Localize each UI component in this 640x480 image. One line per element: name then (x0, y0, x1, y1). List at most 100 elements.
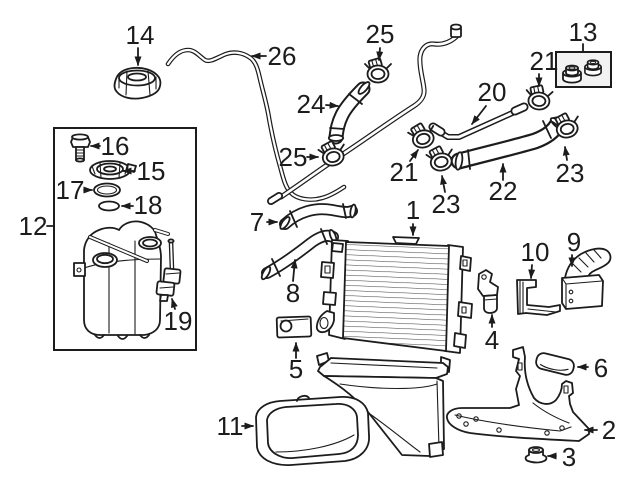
callout-label[interactable]: 23 (432, 189, 461, 219)
callout-label[interactable]: 22 (489, 176, 518, 206)
callout-label[interactable]: 9 (567, 227, 581, 257)
callout-24[interactable]: 24 (297, 89, 339, 119)
callout-8[interactable]: 8 (286, 259, 300, 308)
callout-arrow (171, 298, 178, 310)
pad-6-drawing (535, 352, 575, 376)
callouts-layer: 14 26 25 24 25 13 21 20 (19, 17, 617, 472)
callout-7[interactable]: 7 (250, 207, 278, 237)
callout-10[interactable]: 10 (521, 237, 550, 279)
pipe-cap (450, 23, 462, 38)
clamp-25-bottom-icon (316, 137, 349, 169)
callout-label[interactable]: 7 (250, 207, 264, 237)
callout-label[interactable]: 18 (134, 190, 163, 220)
callout-label[interactable]: 16 (101, 131, 130, 161)
callout-label[interactable]: 11 (217, 411, 244, 441)
hose-8-drawing (260, 228, 339, 281)
bolt-16-drawing (70, 133, 91, 163)
reservoir-group-box-12 (53, 127, 197, 351)
callout-4[interactable]: 4 (485, 314, 499, 355)
callout-21-upper[interactable]: 21 (530, 46, 559, 87)
callout-label[interactable]: 14 (126, 20, 155, 50)
callout-17[interactable]: 17 (56, 175, 93, 205)
callout-23-right[interactable]: 23 (556, 146, 585, 188)
callout-arrow (376, 47, 384, 61)
grommet-3-drawing (524, 446, 548, 464)
callout-11[interactable]: 11 (217, 411, 254, 441)
bracket-5-drawing (275, 315, 313, 339)
overflow-line-26-drawing (165, 47, 347, 202)
callout-18[interactable]: 18 (121, 190, 163, 220)
callout-15[interactable]: 15 (122, 156, 166, 186)
hose-20-drawing (428, 102, 529, 140)
clamp-25-top-icon (364, 56, 392, 84)
reservoir-cap-14-drawing (113, 66, 162, 100)
callout-6[interactable]: 6 (577, 353, 608, 383)
callout-label[interactable]: 10 (521, 237, 550, 267)
callout-label[interactable]: 13 (569, 17, 598, 47)
clamp-21-upper-icon (524, 83, 554, 112)
callout-label[interactable]: 26 (268, 41, 297, 71)
callout-label[interactable]: 1 (406, 195, 420, 225)
callout-9[interactable]: 9 (567, 227, 581, 267)
reservoir-cap-15-drawing (89, 160, 137, 180)
callout-label[interactable]: 20 (478, 77, 507, 107)
callout-5[interactable]: 5 (289, 342, 303, 384)
callout-26[interactable]: 26 (251, 41, 297, 71)
callout-arrow (471, 105, 487, 125)
bracket-4-drawing (477, 269, 499, 314)
callout-label[interactable]: 21 (530, 46, 559, 76)
callout-label[interactable]: 8 (286, 278, 300, 308)
callout-arrow (562, 146, 570, 161)
grommet-kit-box-13 (555, 51, 612, 88)
radiator-1-drawing (315, 236, 473, 354)
callout-label[interactable]: 5 (289, 354, 303, 384)
callout-label[interactable]: 25 (366, 19, 395, 49)
callout-label[interactable]: 4 (485, 325, 499, 355)
hose-7-drawing (279, 203, 358, 230)
callout-label[interactable]: 19 (164, 306, 193, 336)
callout-arrow (440, 175, 448, 193)
o-ring-18-drawing (98, 200, 120, 212)
air-duct-11-drawing (255, 352, 451, 466)
callout-22[interactable]: 22 (489, 163, 518, 206)
callout-label[interactable]: 23 (556, 158, 585, 188)
callout-label[interactable]: 17 (56, 175, 85, 205)
callout-14[interactable]: 14 (126, 20, 155, 66)
seal-ring-17-drawing (93, 182, 121, 198)
callout-20[interactable]: 20 (471, 77, 507, 125)
callout-1[interactable]: 1 (406, 195, 420, 236)
callout-label[interactable]: 2 (602, 415, 616, 445)
callout-25-top[interactable]: 25 (366, 19, 395, 61)
callout-25-bottom[interactable]: 25 (279, 142, 319, 172)
level-sensor-19-drawing (155, 238, 182, 302)
callout-label[interactable]: 25 (279, 142, 308, 172)
callout-label[interactable]: 6 (594, 353, 608, 383)
hose-24-drawing (327, 81, 371, 145)
callout-arrow (528, 264, 536, 279)
callout-arrow (325, 101, 339, 109)
bracket-10-drawing (516, 279, 561, 316)
callout-23-left[interactable]: 23 (432, 175, 461, 219)
callout-2[interactable]: 2 (584, 415, 616, 445)
callout-16[interactable]: 16 (90, 131, 130, 161)
callout-12[interactable]: 12 (19, 211, 55, 241)
callout-label[interactable]: 15 (137, 156, 166, 186)
clamp-23-left-icon (424, 142, 457, 174)
callout-label[interactable]: 12 (19, 211, 48, 241)
callout-arrow (409, 149, 419, 162)
support-bracket-2-drawing (446, 346, 590, 442)
grommet-left-icon (562, 64, 582, 84)
callout-13[interactable]: 13 (569, 17, 598, 53)
callout-19[interactable]: 19 (164, 298, 193, 336)
vent-pipe-drawing (267, 23, 462, 205)
callout-label[interactable]: 21 (390, 157, 419, 187)
callout-21-lower[interactable]: 21 (390, 149, 419, 187)
bracket-9-drawing (561, 247, 612, 310)
callout-arrow (290, 259, 298, 282)
callout-label[interactable]: 3 (562, 442, 576, 472)
callout-label[interactable]: 24 (297, 89, 326, 119)
callout-3[interactable]: 3 (547, 442, 576, 472)
expansion-tank-drawing (73, 220, 170, 340)
